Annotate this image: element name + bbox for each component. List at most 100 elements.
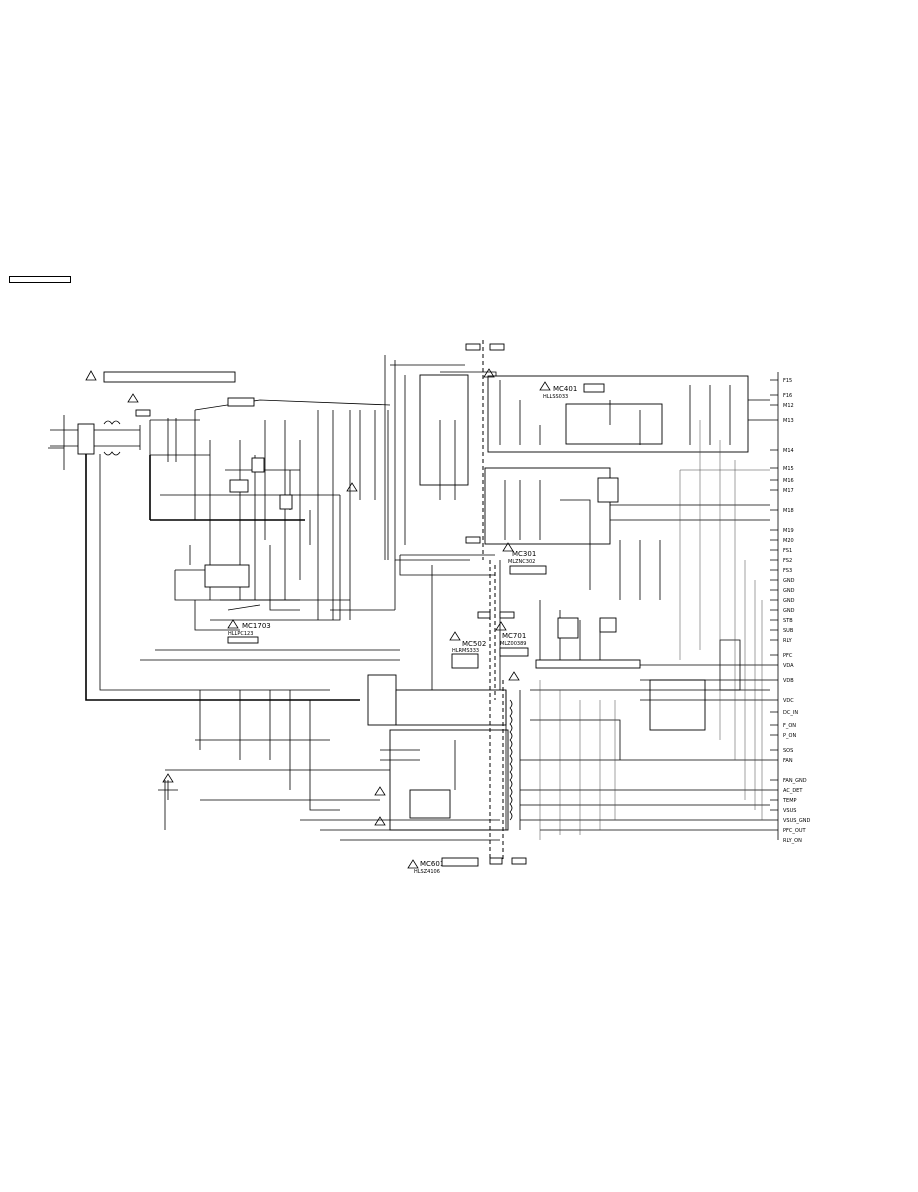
regulator-block <box>367 674 397 726</box>
ac-input-section <box>48 393 210 470</box>
pin-label: FAN <box>783 758 793 764</box>
connector-pin-labels: F15 F16 M12 M13 M14 M15 M16 M17 M18 M19 … <box>782 378 811 844</box>
pin-label: FS3 <box>783 568 792 574</box>
pin-label: FAN_GND <box>783 778 807 784</box>
pin-label: M18 <box>783 508 794 514</box>
control-block <box>395 689 507 726</box>
mc601-part: HLSZ4106 <box>414 869 440 875</box>
pin-label: F15 <box>783 378 792 384</box>
mc502-tag <box>451 653 479 669</box>
output-connector: F15 F16 M12 M13 M14 M15 M16 M17 M18 M19 … <box>770 372 811 844</box>
mc701-sub-block <box>649 679 706 731</box>
mc1703-label: MC1703 <box>242 622 271 630</box>
mc502-warning-icon <box>449 631 461 641</box>
pin-label: M16 <box>783 478 794 484</box>
safety-notice <box>85 370 236 383</box>
warning-icon <box>346 482 358 492</box>
pin-label: VDC <box>783 698 794 704</box>
mc401-label: MC401 <box>553 385 577 393</box>
mc401-module: MC401 HLLSS033 <box>440 368 770 453</box>
isolation-boundary <box>465 340 515 860</box>
pfc-diode <box>229 479 249 493</box>
standby-warning-icon <box>162 773 174 783</box>
mc301-ic <box>597 477 619 503</box>
pfc-coil <box>227 397 255 407</box>
pin-label: RLY_ON <box>783 838 802 844</box>
pin-label: GND <box>783 608 795 614</box>
mc502-label: MC502 <box>462 640 486 648</box>
mc601-tag <box>441 857 479 867</box>
pin-label: RLY <box>783 638 793 644</box>
transformer-warning-icon <box>508 671 520 681</box>
pin-label: M14 <box>783 448 794 454</box>
pin-label: PFC_OUT <box>783 828 806 834</box>
line-filter-choke <box>103 420 121 456</box>
mc301-module: MC301 MLZNC302 <box>484 467 770 600</box>
pin-label: TEMP <box>782 798 797 804</box>
pfc-section <box>149 397 396 621</box>
transformer-winding <box>509 699 513 821</box>
pin-label: M15 <box>783 466 794 472</box>
mc401-ic <box>565 403 663 445</box>
mc401-part: HLLSS033 <box>543 394 568 400</box>
mc701-part: MLZ00389 <box>500 641 526 647</box>
pin-label: PFC <box>783 653 793 659</box>
mc601-label: MC601 <box>420 860 444 868</box>
mc701-label: MC701 <box>502 632 526 640</box>
pin-label: P_ON <box>783 733 796 739</box>
mc1703-warning-icon <box>227 619 239 629</box>
mc701-tag <box>499 647 529 657</box>
pin-label: GND <box>783 598 795 604</box>
pin-label: M19 <box>783 528 794 534</box>
pin-label: VDB <box>783 678 794 684</box>
pin-label: SOS <box>783 748 793 754</box>
pin-label: FS1 <box>783 548 792 554</box>
safety-notice-box <box>103 371 236 383</box>
pin-label: M17 <box>783 488 794 494</box>
pin-label: FS2 <box>783 558 792 564</box>
center-block: MC502 HLRMS333 MC601 HLSZ4106 <box>300 355 527 875</box>
pin-label: DC_IN <box>783 710 798 716</box>
pin-label: AC_DET <box>783 788 803 794</box>
mc301-board <box>484 467 611 545</box>
mc1703-part: HLLPC123 <box>228 631 253 637</box>
pin-label: F16 <box>783 393 792 399</box>
pin-label: GND <box>783 588 795 594</box>
mc601-warning-icon <box>407 859 419 869</box>
signal-traces <box>539 420 770 840</box>
mc301-tag <box>509 565 547 575</box>
subpower-block <box>419 374 469 486</box>
caution-triangle-icon <box>85 370 97 381</box>
pin-label: SUB <box>783 628 794 634</box>
mc701-module: MC701 MLZ00389 <box>495 600 770 831</box>
mc401-tag <box>583 383 605 393</box>
fuse-warning-icon <box>127 393 139 403</box>
mc701-warning-icon <box>495 621 507 631</box>
mc502-part: HLRMS333 <box>452 648 479 654</box>
fuse <box>135 409 151 417</box>
mc301-label: MC301 <box>512 550 536 558</box>
mc1703-module: MC1703 HLLPC123 <box>174 545 300 644</box>
mc601-ic <box>409 789 451 819</box>
pin-label: STB <box>783 618 793 624</box>
pin-label: GND <box>783 578 795 584</box>
pin-label: F_ON <box>783 723 796 729</box>
mc301-warning-icon <box>502 542 514 552</box>
mc301-part: MLZNC302 <box>508 559 535 565</box>
pin-label: M12 <box>783 403 794 409</box>
mc1703-ic <box>204 564 250 588</box>
mc1703-tag <box>227 636 259 644</box>
pin-label: M13 <box>783 418 794 424</box>
pin-label: VSUS <box>783 808 796 814</box>
pin-label: VDA <box>783 663 794 669</box>
page-header-box <box>9 276 71 283</box>
main-bus <box>85 454 500 830</box>
mc401-warning-icon <box>539 381 551 391</box>
pin-label: M20 <box>783 538 794 544</box>
pin-label: VSUS_GND <box>783 818 811 824</box>
ac-inlet <box>77 423 95 455</box>
mc701-header <box>535 659 641 669</box>
mc701-ic <box>557 617 579 639</box>
